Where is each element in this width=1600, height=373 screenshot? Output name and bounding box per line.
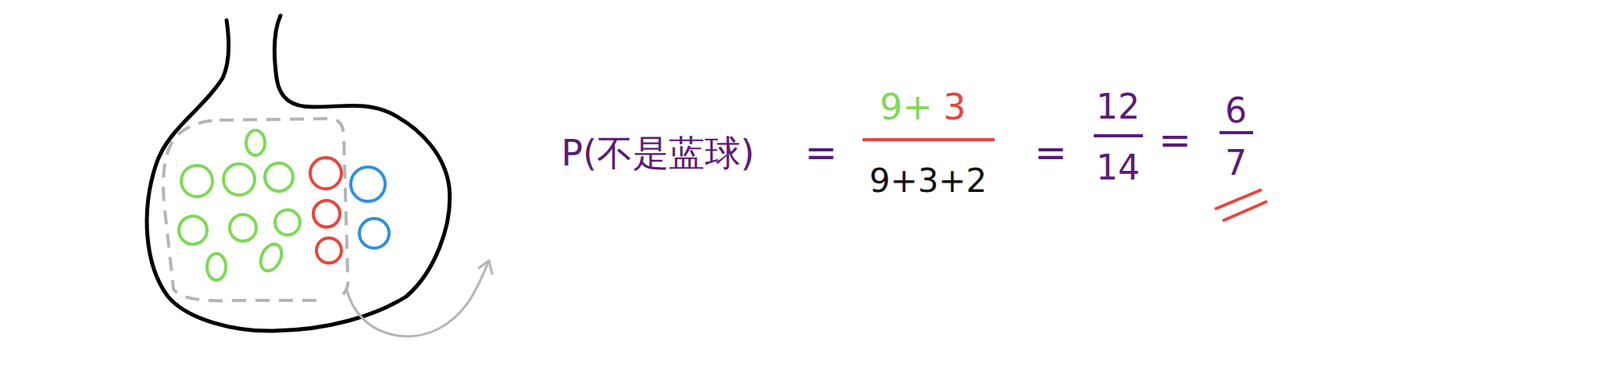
- fraction-bar: [1219, 131, 1254, 135]
- grey-arrow: [346, 260, 490, 337]
- bag-outline: [146, 15, 450, 332]
- selection-region: [163, 118, 349, 301]
- red-balls: [310, 157, 342, 264]
- blue-balls: [350, 167, 390, 249]
- denominator: 7: [1225, 146, 1247, 181]
- answer-underline: [1222, 201, 1268, 222]
- equals-sign: =: [1034, 133, 1068, 173]
- denominator: 9+3+2: [869, 164, 988, 198]
- green-balls: [178, 130, 300, 281]
- numerator: 12: [1096, 89, 1140, 125]
- equals-sign: =: [804, 133, 838, 173]
- equals-sign: =: [1158, 121, 1192, 161]
- numerator-part: 9+: [879, 89, 933, 125]
- numerator: 6: [1225, 93, 1247, 129]
- fraction-bar: [862, 138, 995, 142]
- probability-label: P(不是蓝球): [560, 135, 755, 172]
- denominator: 14: [1096, 150, 1140, 186]
- arrow-head: [478, 260, 493, 275]
- numerator-part: 3: [942, 89, 966, 125]
- fraction-bar: [1093, 134, 1143, 138]
